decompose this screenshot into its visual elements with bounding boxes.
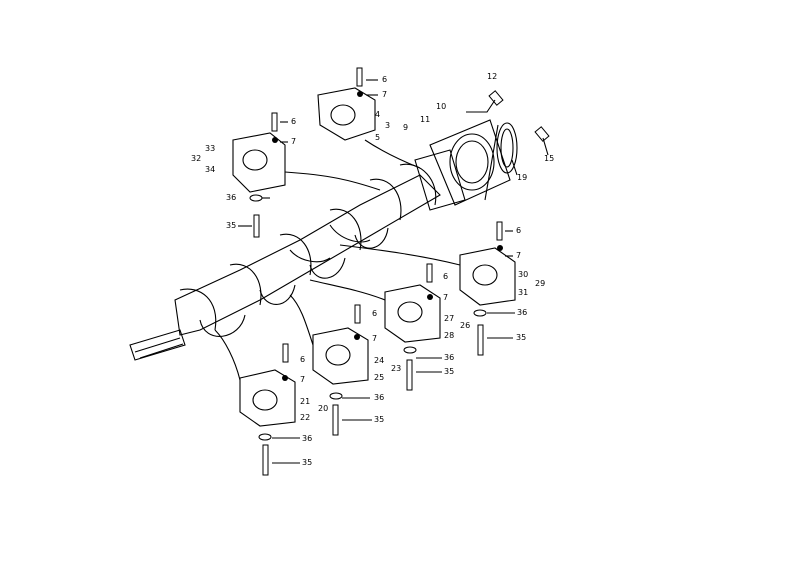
callout-12: 12 — [487, 72, 498, 81]
bearing-cap-mid — [384, 284, 441, 343]
callout-36: 36 — [374, 393, 385, 402]
callout-26: 26 — [460, 321, 471, 330]
callout-35: 35 — [302, 458, 313, 467]
callout-29: 29 — [535, 279, 546, 288]
callout-7: 7 — [382, 90, 388, 99]
callout-6: 6 — [291, 117, 297, 126]
callout-28: 28 — [444, 331, 455, 340]
callout-32: 32 — [191, 154, 202, 163]
callout-20: 20 — [318, 404, 329, 413]
callout-33: 33 — [205, 144, 216, 153]
callout-36: 36 — [302, 434, 313, 443]
callout-6: 6 — [300, 355, 306, 364]
callout-35: 35 — [226, 221, 237, 230]
callout-7: 7 — [443, 293, 449, 302]
callout-11: 11 — [420, 115, 431, 124]
bearing-cap-top — [317, 87, 376, 141]
callout-27: 27 — [444, 314, 455, 323]
callout-15: 15 — [544, 154, 555, 163]
callout-35: 35 — [374, 415, 385, 424]
callout-22: 22 — [300, 413, 311, 422]
callout-6: 6 — [516, 226, 522, 235]
callout-19: 19 — [517, 173, 528, 182]
callout-7: 7 — [300, 375, 306, 384]
callout-31: 31 — [518, 288, 529, 297]
bearing-cap-lower — [312, 327, 369, 385]
rear-seal-housing — [429, 119, 518, 206]
callout-9: 9 — [403, 123, 409, 132]
callout-4: 4 — [375, 110, 381, 119]
callout-35: 35 — [516, 333, 527, 342]
callout-21: 21 — [300, 397, 311, 406]
callout-6: 6 — [372, 309, 378, 318]
callout-7: 7 — [516, 251, 522, 260]
bearing-cap-bottom — [239, 369, 296, 427]
bolts — [249, 67, 550, 476]
callout-35: 35 — [444, 367, 455, 376]
callout-5: 5 — [375, 133, 381, 142]
bearing-cap-right — [459, 247, 516, 306]
callout-24: 24 — [374, 356, 385, 365]
callout-30: 30 — [518, 270, 529, 279]
callout-23: 23 — [391, 364, 402, 373]
callout-6: 6 — [382, 75, 388, 84]
callout-36: 36 — [226, 193, 237, 202]
callout-34: 34 — [205, 165, 216, 174]
callout-6: 6 — [443, 272, 449, 281]
bearing-cap-left — [232, 132, 286, 193]
callout-7: 7 — [372, 334, 378, 343]
callout-25: 25 — [374, 373, 385, 382]
leader-lines — [214, 79, 549, 464]
callout-10: 10 — [436, 102, 447, 111]
callout-3: 3 — [385, 121, 391, 130]
callout-7: 7 — [291, 137, 297, 146]
callout-36: 36 — [444, 353, 455, 362]
callout-36: 36 — [517, 308, 528, 317]
